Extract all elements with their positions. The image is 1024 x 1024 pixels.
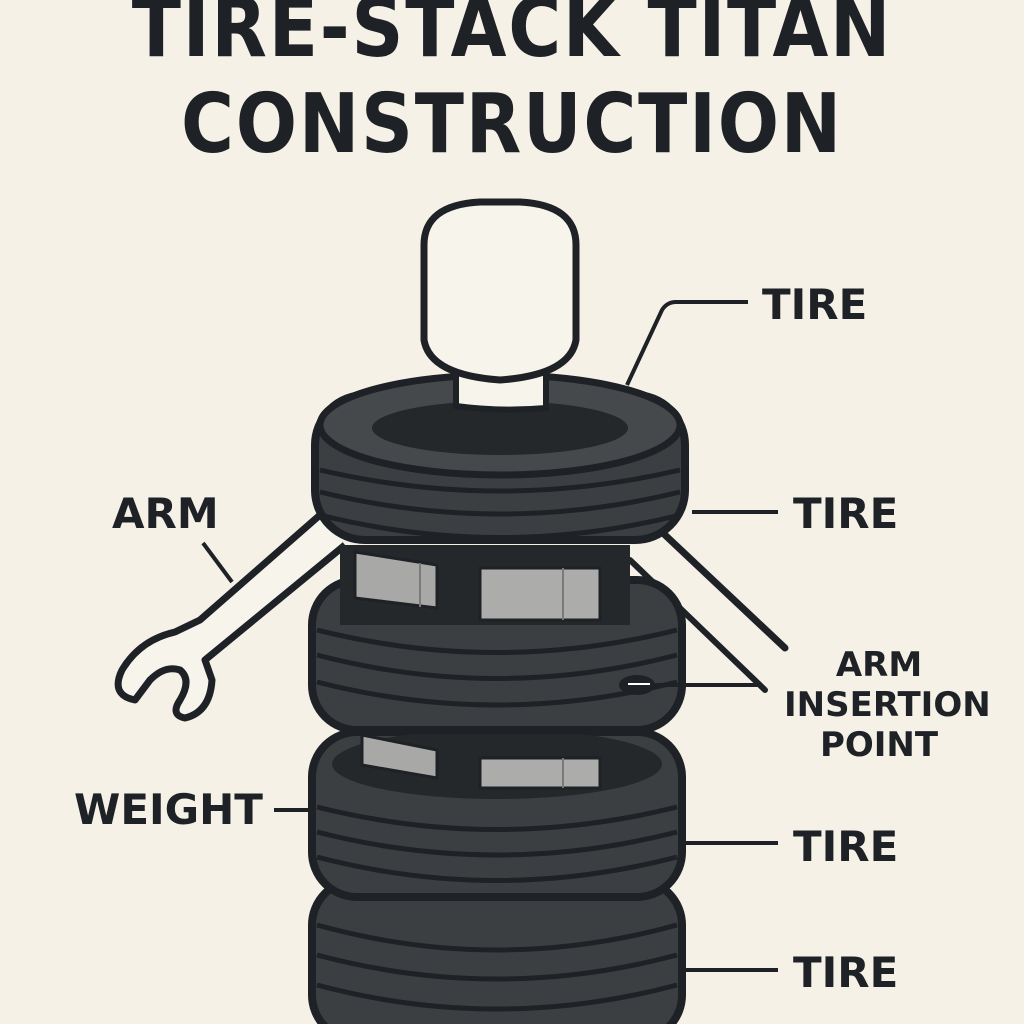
arm-leader-line — [201, 541, 234, 584]
label-arm: ARM — [112, 489, 219, 538]
label-arm-insertion-point: ARM INSERTION POINT — [784, 645, 991, 765]
arm-wrench — [114, 512, 348, 722]
tire-4 — [308, 876, 686, 1024]
label-tire-top: TIRE — [762, 280, 868, 329]
label-arm-insertion-line-3: POINT — [819, 725, 939, 765]
weight-blocks-upper — [353, 550, 602, 622]
weight-blocks-lower — [360, 733, 602, 790]
label-tire-upper: TIRE — [793, 489, 899, 538]
label-tire-lower: TIRE — [793, 822, 899, 871]
head — [420, 198, 580, 384]
label-weight: WEIGHT — [74, 785, 263, 834]
label-tire-bottom: TIRE — [793, 948, 899, 997]
title-line-1: TIRE-STACK TITAN — [131, 0, 893, 76]
label-arm-insertion-line-2: INSERTION — [784, 685, 991, 725]
label-arm-insertion-line-1: ARM — [835, 645, 923, 685]
title-line-2: CONSTRUCTION — [181, 77, 843, 172]
tire-top-leader-line — [625, 300, 748, 386]
tire-1 — [311, 371, 689, 544]
